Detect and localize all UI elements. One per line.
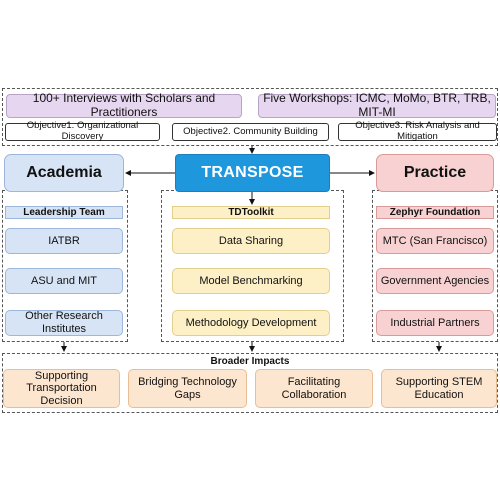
academia-box: Academia [4, 154, 124, 192]
tdtoolkit-header: TDToolkit [172, 206, 330, 219]
broader-impacts-title: Broader Impacts [210, 355, 290, 367]
academia-item-iatbr: IATBR [5, 228, 123, 254]
practice-item-industrial: Industrial Partners [376, 310, 494, 336]
practice-item-government: Government Agencies [376, 268, 494, 294]
impacts-container [2, 353, 498, 413]
top-inputs-container [2, 88, 498, 146]
academia-item-other-research: Other Research Institutes [5, 310, 123, 336]
impact-facilitating-collaboration: Facilitating Collaboration [255, 369, 373, 408]
practice-box: Practice [376, 154, 494, 192]
impact-stem-education: Supporting STEM Education [381, 369, 497, 408]
impact-bridging-technology: Bridging Technology Gaps [128, 369, 247, 408]
objective-2: Objective2. Community Building [172, 123, 329, 141]
objective-1: Objective1. Organizational Discovery [5, 120, 160, 142]
practice-item-mtc: MTC (San Francisco) [376, 228, 494, 254]
objective-3: Objective3. Risk Analysis and Mitigation [338, 120, 497, 142]
zephyr-foundation-header: Zephyr Foundation [376, 206, 494, 219]
workshops-box: Five Workshops: ICMC, MoMo, BTR, TRB, MI… [258, 91, 496, 119]
impact-transportation-decision: Supporting Transportation Decision [3, 369, 120, 408]
leadership-team-header: Leadership Team [5, 206, 123, 219]
interviews-box: 100+ Interviews with Scholars and Practi… [6, 91, 242, 119]
toolkit-item-data-sharing: Data Sharing [172, 228, 330, 254]
transpose-box: TRANSPOSE [175, 154, 330, 192]
toolkit-item-model-benchmarking: Model Benchmarking [172, 268, 330, 294]
academia-item-asu-mit: ASU and MIT [5, 268, 123, 294]
toolkit-item-methodology: Methodology Development [172, 310, 330, 336]
